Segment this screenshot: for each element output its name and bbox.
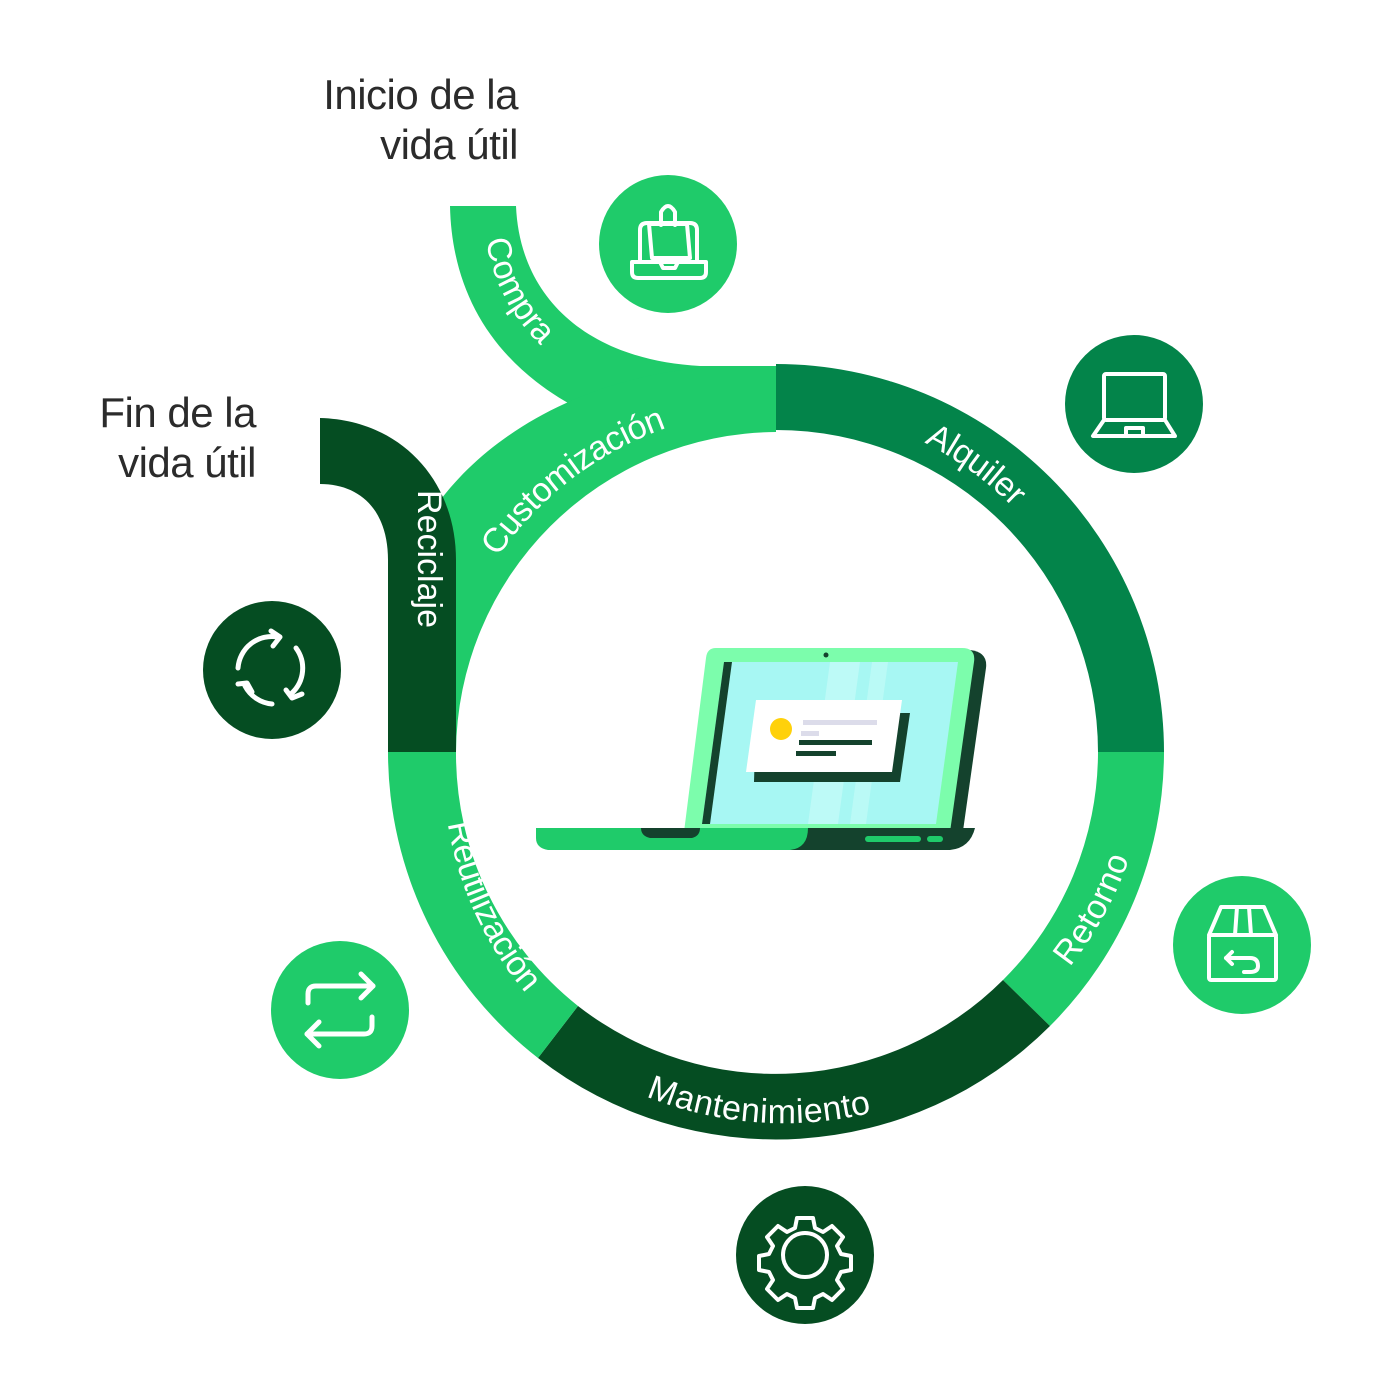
shopping-bag-laptop-icon (599, 175, 737, 313)
label-reciclaje: Reciclaje (410, 490, 448, 628)
segment-customizacion (388, 366, 776, 752)
segment-reciclaje (320, 418, 456, 752)
heading-end-of-life: Fin de la vida útil (40, 388, 256, 488)
heading-end-line1: Fin de la (99, 389, 256, 436)
heading-end-line2: vida útil (118, 439, 256, 486)
laptop-icon (1065, 335, 1203, 473)
gear-icon (736, 1186, 874, 1324)
heading-start-line2: vida útil (380, 121, 518, 168)
segment-retorno (1003, 752, 1164, 1026)
segment-mantenimiento (538, 980, 1050, 1140)
return-box-icon (1173, 876, 1311, 1014)
segment-reutilizacion (388, 752, 578, 1058)
laptop-illustration (536, 648, 987, 850)
recycle-icon (203, 601, 341, 739)
segment-alquiler (776, 364, 1164, 752)
heading-start-line1: Inicio de la (323, 71, 518, 118)
heading-start-of-life: Inicio de la vida útil (260, 70, 518, 170)
swap-arrows-icon (271, 941, 409, 1079)
